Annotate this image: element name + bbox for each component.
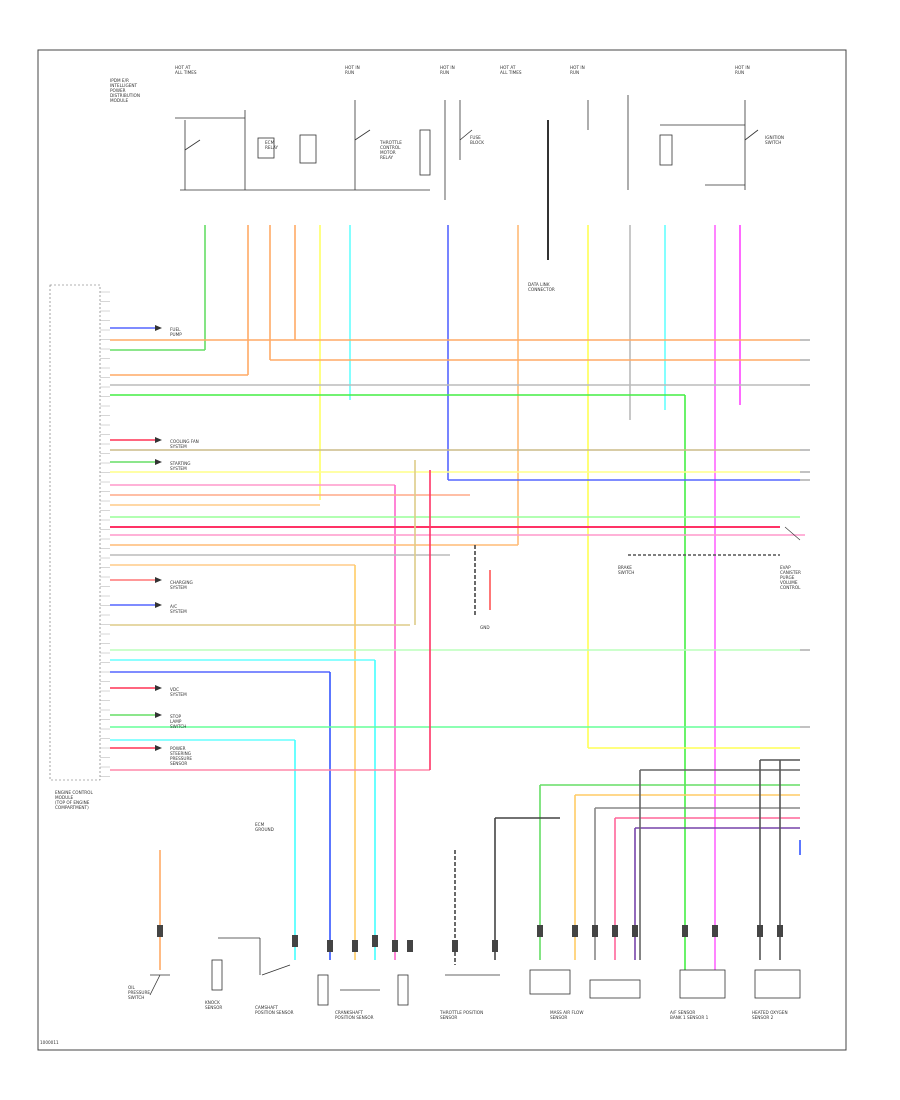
fuse-block-label: FUSE BLOCK (470, 135, 485, 145)
throttle-relay-label: THROTTLE CONTROL MOTOR RELAY (380, 140, 402, 160)
af-sensor-label: A/F SENSOR BANK 1 SENSOR 1 (670, 1010, 709, 1020)
fuel-pump-label: FUEL PUMP (170, 327, 182, 337)
footer-code: 1000011 (40, 1040, 59, 1045)
charging-system-label: CHARGING SYSTEM (170, 580, 193, 590)
oil-pressure-label: OIL PRESSURE SWITCH (128, 985, 151, 1000)
cooling-fan-label: COOLING FAN SYSTEM (170, 439, 199, 449)
vertical-wires (204, 225, 741, 970)
ecm-arrows (155, 325, 162, 751)
ecm-connector-block (49, 284, 101, 781)
vdc-system-label: VDC SYSTEM (170, 687, 187, 697)
crankshaft-label: CRANKSHAFT POSITION SENSOR (335, 1010, 374, 1020)
bottom-components (149, 937, 801, 1006)
hot-label-6: HOT IN RUN (735, 65, 750, 75)
ipdm-label: IPDM E/R INTELLIGENT POWER DISTRIBUTION … (110, 78, 140, 103)
ac-system-label: A/C SYSTEM (170, 604, 187, 614)
bottom-pin-marks (157, 925, 783, 952)
throttle-position-label: THROTTLE POSITION SENSOR (440, 1010, 484, 1020)
evap-label: EVAP CANISTER PURGE VOLUME CONTROL (780, 565, 801, 590)
power-steering-label: POWER STEERING PRESSURE SENSOR (170, 746, 193, 766)
hot-label-1: HOT AT ALL TIMES (175, 65, 197, 75)
brake-switch-label: BRAKE SWITCH (618, 565, 635, 575)
hot-label-4: HOT AT ALL TIMES (500, 65, 522, 75)
data-link-label: DATA LINK CONNECTOR (528, 282, 555, 292)
hot-label-3: HOT IN RUN (440, 65, 455, 75)
knock-sensor-label: KNOCK SENSOR (205, 1000, 223, 1010)
top-relays (175, 95, 759, 260)
camshaft-label: CAMSHAFT POSITION SENSOR (255, 1005, 294, 1015)
diagram-frame (37, 49, 847, 1051)
ecm-pin-ticks (100, 291, 110, 777)
ecm-ground-label: ECM GROUND (255, 822, 274, 832)
bottom-wires (159, 545, 801, 970)
ground-label: GND (480, 625, 490, 630)
ecm-relay-label: ECM RELAY (265, 140, 279, 150)
hot-label-2: HOT IN RUN (345, 65, 360, 75)
horizontal-wires (110, 327, 805, 970)
right-terminals (784, 339, 810, 728)
stop-lamp-label: STOP LAMP SWITCH (170, 714, 187, 729)
ho2s2-label: HEATED OXYGEN SENSOR 2 (752, 1010, 788, 1020)
ignition-switch-label: IGNITION SWITCH (765, 135, 785, 145)
hot-label-5: HOT IN RUN (570, 65, 585, 75)
ecm-label: ENGINE CONTROL MODULE (TOP OF ENGINE COM… (55, 790, 93, 810)
mass-air-flow-label: MASS AIR FLOW SENSOR (550, 1010, 584, 1020)
starting-system-label: STARTING SYSTEM (170, 461, 191, 471)
